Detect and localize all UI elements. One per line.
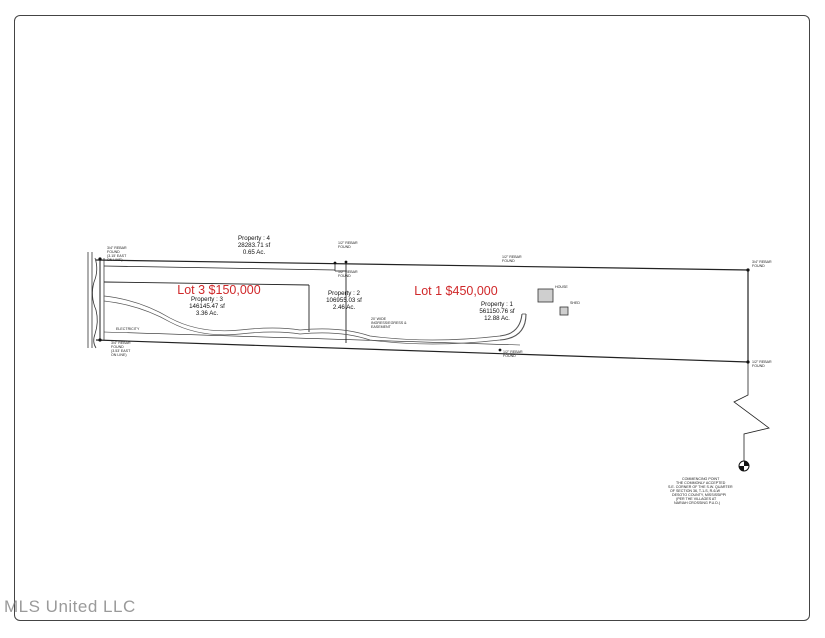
creek-meander — [103, 295, 527, 345]
west-road-edge — [87, 252, 98, 349]
property-4-label: Property : 4 28283.71 sf 0.65 Ac. — [238, 235, 271, 256]
annotation-rebar-bottom-mid: 1/2" REBAR FOUND — [503, 350, 523, 358]
svg-text:28283.71 sf: 28283.71 sf — [238, 242, 271, 249]
annotation-rebar-se: 1/2" REBAR FOUND — [752, 360, 772, 368]
svg-text:ON LINE): ON LINE) — [107, 258, 123, 262]
svg-text:3/4" REBAR: 3/4" REBAR — [752, 260, 772, 264]
annotation-easement: 20' WIDE INGRESS/EGRESS & EASEMENT — [371, 317, 407, 329]
svg-text:ON LINE): ON LINE) — [111, 353, 127, 357]
svg-text:FOUND: FOUND — [752, 364, 765, 368]
svg-text:EASEMENT: EASEMENT — [371, 325, 392, 329]
svg-text:Property : 3: Property : 3 — [191, 296, 224, 303]
svg-text:INGRESS/EGRESS &: INGRESS/EGRESS & — [371, 321, 407, 325]
svg-text:1/2" REBAR: 1/2" REBAR — [502, 255, 522, 259]
svg-text:1/2" REBAR: 1/2" REBAR — [338, 241, 358, 245]
svg-text:3.36 Ac.: 3.36 Ac. — [196, 310, 219, 317]
svg-text:COMMENCING POINT: COMMENCING POINT — [682, 477, 720, 481]
commencing-point-monument-icon — [738, 460, 750, 472]
svg-text:1/2" REBAR: 1/2" REBAR — [752, 360, 772, 364]
svg-text:FOUND: FOUND — [502, 259, 515, 263]
svg-text:FOUND: FOUND — [338, 245, 351, 249]
house-label: HOUSE — [555, 285, 568, 289]
svg-text:FOUND: FOUND — [111, 345, 124, 349]
svg-text:S.E. CORNER OF THE S.W. QUARTE: S.E. CORNER OF THE S.W. QUARTER — [668, 485, 733, 489]
property-2-label: Property : 2 106955.03 sf 2.46 Ac. — [326, 290, 362, 311]
svg-text:FOUND: FOUND — [752, 264, 765, 268]
svg-text:FOUND: FOUND — [107, 250, 120, 254]
svg-text:20' WIDE: 20' WIDE — [371, 317, 387, 321]
svg-text:106955.03 sf: 106955.03 sf — [326, 297, 362, 304]
lot-1-price-label: Lot 1 $450,000 — [414, 284, 497, 298]
annotation-rebar-nw: 3/4" REBAR FOUND (3.15' EAST ON LINE) — [107, 246, 127, 262]
property-3-label: Property : 3 146145.47 sf 3.36 Ac. — [189, 296, 225, 317]
svg-text:1/2" REBAR: 1/2" REBAR — [503, 350, 523, 354]
svg-text:THE COMMONLY ACCEPTED: THE COMMONLY ACCEPTED — [676, 481, 726, 485]
annotation-rebar-ne: 3/4" REBAR FOUND — [752, 260, 772, 268]
svg-text:12.88 Ac.: 12.88 Ac. — [484, 315, 510, 322]
svg-text:561150.76 sf: 561150.76 sf — [479, 308, 515, 315]
svg-text:Property : 4: Property : 4 — [238, 235, 271, 242]
svg-text:DESOTO COUNTY, MISSISSIPPI: DESOTO COUNTY, MISSISSIPPI — [672, 493, 726, 497]
corner-markers — [98, 257, 750, 364]
svg-text:146145.47 sf: 146145.47 sf — [189, 303, 225, 310]
svg-text:0.65 Ac.: 0.65 Ac. — [243, 249, 266, 256]
annotation-commencing-point: COMMENCING POINT THE COMMONLY ACCEPTED S… — [668, 477, 733, 505]
svg-text:NARIAH CROSSING P.U.D.): NARIAH CROSSING P.U.D.) — [674, 501, 720, 505]
svg-text:(3.53' EAST: (3.53' EAST — [111, 349, 131, 353]
lot-3-price-label: Lot 3 $150,000 — [177, 283, 260, 297]
svg-text:(3.15' EAST: (3.15' EAST — [107, 254, 127, 258]
annotation-rebar-top-right: 1/2" REBAR FOUND — [502, 255, 522, 263]
svg-text:1/2" REBAR: 1/2" REBAR — [338, 270, 358, 274]
svg-text:FOUND: FOUND — [503, 354, 516, 358]
svg-text:(PER THE VILLAGES AT: (PER THE VILLAGES AT — [676, 497, 717, 501]
svg-text:OF SECTION 36, T-1-S, R-6-W: OF SECTION 36, T-1-S, R-6-W — [670, 489, 721, 493]
property-1-label: Property : 1 561150.76 sf 12.88 Ac. — [479, 301, 515, 322]
svg-text:Property : 2: Property : 2 — [328, 290, 361, 297]
svg-text:3/4" REBAR: 3/4" REBAR — [111, 341, 131, 345]
plat-sheet-border — [14, 15, 810, 621]
annotation-rebar-sw: 3/4" REBAR FOUND (3.53' EAST ON LINE) — [111, 341, 131, 357]
annotation-rebar-mid1: 1/2" REBAR FOUND — [338, 241, 358, 249]
shed-icon — [559, 306, 569, 316]
annotation-electricity: ELECTRICITY — [116, 327, 140, 331]
annotation-rebar-mid2: 1/2" REBAR FOUND — [338, 270, 358, 278]
house-icon — [537, 288, 554, 303]
svg-text:FOUND: FOUND — [338, 274, 351, 278]
svg-text:Property : 1: Property : 1 — [481, 301, 514, 308]
svg-text:2.46 Ac.: 2.46 Ac. — [333, 304, 356, 311]
svg-text:3/4" REBAR: 3/4" REBAR — [107, 246, 127, 250]
shed-label: SHED — [570, 301, 580, 305]
watermark-text: MLS United LLC — [4, 597, 136, 616]
